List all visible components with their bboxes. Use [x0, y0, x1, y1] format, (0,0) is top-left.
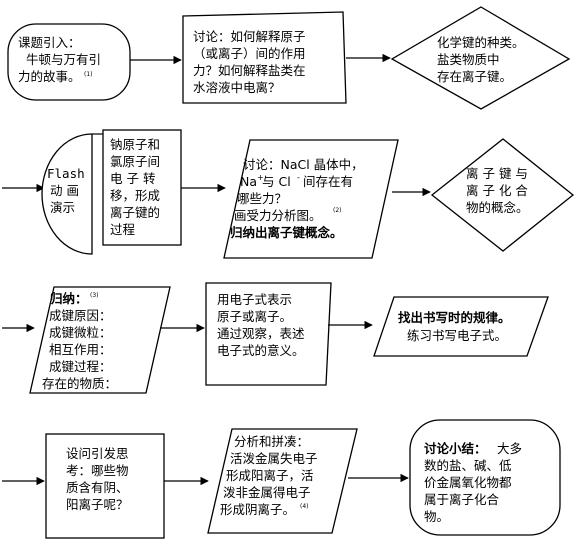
concept-line2: 离 子 化 合 — [466, 183, 528, 198]
transfer-box — [102, 129, 182, 246]
question-line3: 质含有阴、 — [66, 480, 129, 495]
question-line1: 设问引发思 — [66, 446, 129, 461]
node-discuss1: 讨论：如何解释原子 （或离子）间的作用 力？如何解释盐类在 水溶液中电离？ — [182, 11, 347, 104]
intro-line3: 力的故事。 — [18, 69, 81, 84]
final-line3: 价金属氧化物都 — [424, 475, 512, 490]
final-line1: 大多 — [497, 441, 522, 456]
final-head: 讨论小结： — [424, 441, 487, 456]
intro-ref: (1) — [84, 71, 93, 78]
summary-parallelogram — [29, 286, 171, 394]
analysis-line2: 活泼金属失电子 — [230, 451, 318, 466]
rules-line2: 练习书写电子式。 — [407, 328, 507, 343]
summary-line4: 成键过程： — [49, 359, 112, 374]
discuss2-line2-rest: 间存在有 — [303, 174, 353, 189]
concept-diamond — [430, 138, 575, 252]
flash-halfcircle — [41, 133, 93, 255]
summary-head: 归纳： — [50, 291, 88, 306]
node-rules: 找出书写时的规律。 练习书写电子式。 — [373, 296, 549, 357]
transfer-line6: 过程 — [110, 222, 136, 237]
node-summary: 归纳： (3) 成键原因： 成键微粒： 相互作用： 成键过程： 存在的物质： — [29, 286, 171, 394]
concept-line1: 离 子 键 与 — [466, 166, 528, 181]
final-line4: 属于离子化合 — [424, 492, 500, 507]
transfer-line3: 电 子 转 — [110, 171, 155, 186]
node-question: 设问引发思 考：哪些物 质含有阴、 阳离子呢？ — [45, 433, 165, 539]
intro-line2: 牛顿与万有引 — [26, 52, 101, 67]
node-final: 讨论小结： 大多 数的盐、碱、低 价金属氧化物都 属于离子化合 物。 — [409, 419, 561, 536]
electron-box — [205, 282, 332, 386]
final-line5: 物。 — [424, 509, 449, 524]
electron-line2: 原子或离子。 — [217, 309, 292, 324]
discuss2-parallelogram — [223, 139, 399, 259]
discuss2-sup-plus: + — [257, 173, 264, 182]
electron-line3: 通过观察，表述 — [217, 326, 305, 341]
analysis-line3: 形成阳离子，活 — [226, 468, 314, 483]
discuss1-line1: 讨论：如何解释原子 — [193, 29, 306, 44]
final-line2: 数的盐、碱、低 — [424, 458, 512, 473]
discuss2-ref: (2) — [333, 207, 342, 214]
chem-bond-line3: 存在离子键。 — [437, 69, 512, 84]
discuss1-line2: （或离子）间的作用 — [193, 46, 306, 61]
discuss1-box — [182, 11, 347, 104]
discuss2-line5: 归纳出离子键概念。 — [230, 225, 343, 240]
discuss2-line1: 讨论：NaCl 晶体中， — [243, 157, 364, 172]
chem-bond-line1: 化学键的种类。 — [437, 35, 525, 50]
flash-line2: 动 画 — [50, 183, 79, 198]
summary-line3: 相互作用： — [49, 342, 112, 357]
concept-line3: 物的概念。 — [466, 200, 529, 215]
discuss1-line3: 力？如何解释盐类在 — [193, 63, 306, 78]
node-analysis: 分析和拼凑： 活泼金属失电子 形成阳离子，活 泼非金属得电子 形成阴离子。 (4… — [207, 428, 358, 534]
node-intro: 课题引入： 牛顿与万有引 力的故事。 (1) — [7, 23, 131, 101]
transfer-line2: 氯原子间 — [110, 154, 160, 169]
rules-parallelogram — [373, 296, 549, 357]
rules-line1: 找出书写时的规律。 — [398, 310, 511, 325]
final-box — [409, 419, 561, 536]
analysis-parallelogram — [207, 428, 358, 534]
transfer-line1: 钠原子和 — [110, 137, 160, 152]
chem-bond-diamond — [390, 6, 571, 110]
node-discuss2: 讨论：NaCl 晶体中， Na + 与 Cl - 间存在有 哪些力？ 画受力分析… — [223, 139, 399, 259]
summary-line1: 成键原因： — [49, 308, 112, 323]
analysis-line4: 泼非金属得电子 — [223, 485, 311, 500]
analysis-ref: (4) — [300, 503, 309, 510]
flash-line3: 演示 — [50, 200, 75, 215]
question-line2: 考：哪些物 — [66, 463, 129, 478]
intro-box — [7, 23, 131, 101]
summary-line5: 存在的物质： — [42, 376, 117, 391]
flash-line1: Flash — [47, 166, 85, 181]
question-box — [45, 433, 165, 539]
summary-ref: (3) — [90, 292, 99, 299]
question-line4: 阳离子呢？ — [66, 497, 129, 512]
discuss2-sup-minus: - — [297, 173, 300, 182]
node-electron: 用电子式表示 原子或离子。 通过观察，表述 电子式的意义。 — [205, 282, 332, 386]
node-flash: Flash 动 画 演示 — [41, 133, 93, 255]
node-transfer: 钠原子和 氯原子间 电 子 转 移，形成 离子键的 过程 — [102, 129, 182, 246]
intro-line1: 课题引入： — [18, 35, 81, 50]
node-concept: 离 子 键 与 离 子 化 合 物的概念。 — [430, 138, 575, 252]
node-chem-bond: 化学键的种类。 盐类物质中 存在离子键。 — [390, 6, 571, 110]
transfer-line5: 离子键的 — [110, 205, 160, 220]
transfer-line4: 移，形成 — [110, 188, 160, 203]
discuss2-line4: 画受力分析图。 — [234, 208, 322, 223]
discuss2-line3: 哪些力？ — [237, 191, 287, 206]
chem-bond-line2: 盐类物质中 — [437, 52, 500, 67]
discuss1-line4: 水溶液中电离？ — [193, 80, 281, 95]
electron-line1: 用电子式表示 — [217, 292, 292, 307]
electron-line4: 电子式的意义。 — [217, 343, 305, 358]
discuss2-line2-cl: 与 Cl — [262, 174, 291, 189]
discuss2-line2-na: Na — [240, 174, 257, 189]
analysis-line5: 形成阴离子。 — [220, 502, 295, 517]
summary-line2: 成键微粒： — [49, 325, 112, 340]
analysis-line1: 分析和拼凑： — [234, 434, 309, 449]
